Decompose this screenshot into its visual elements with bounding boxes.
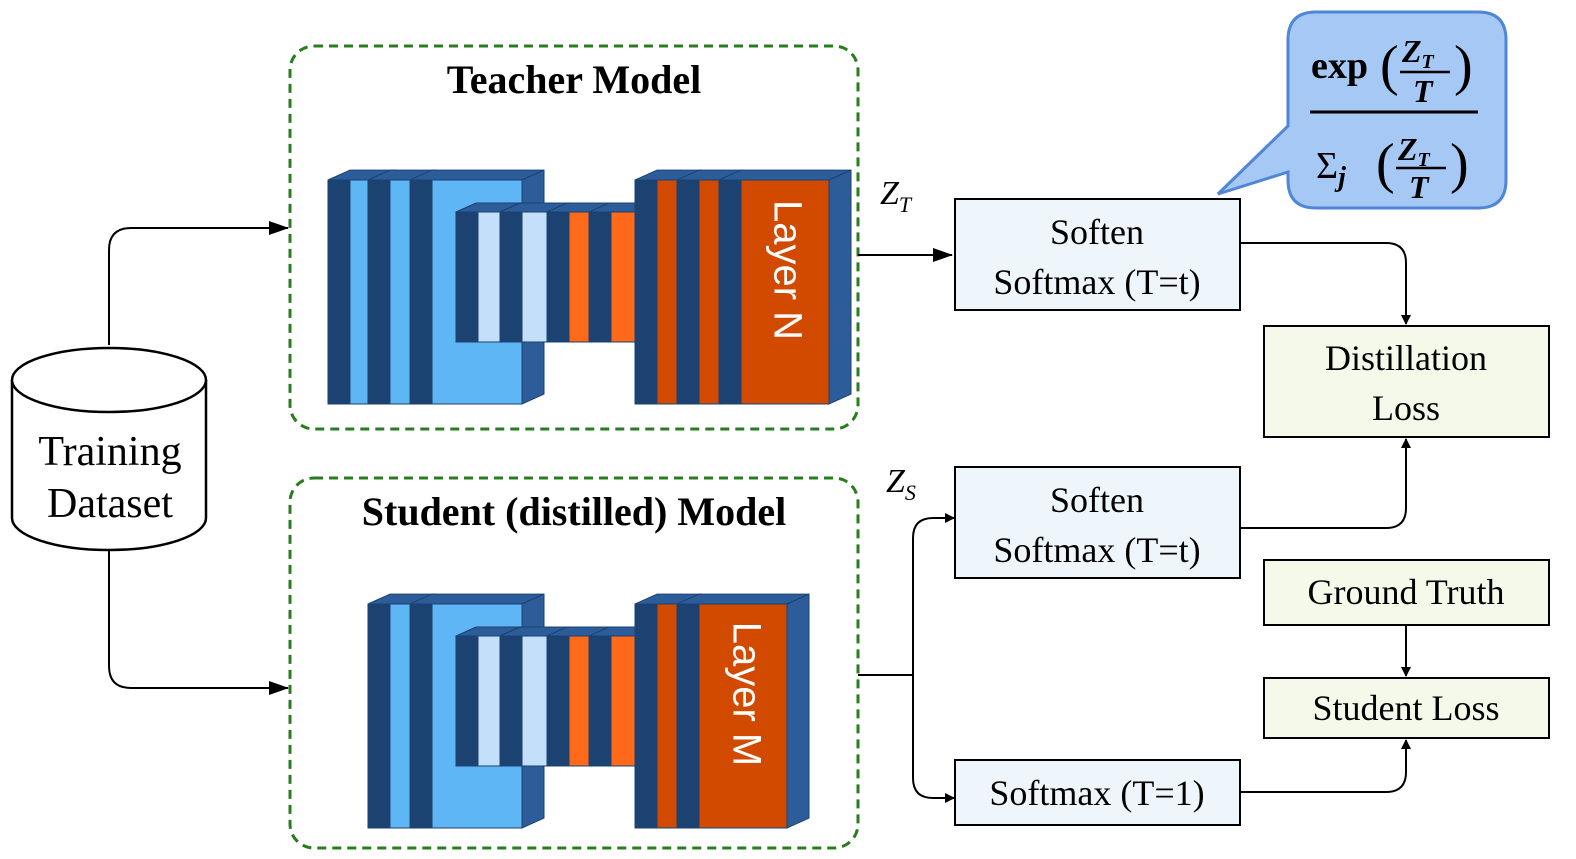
dataset-label-line1: Training: [38, 429, 181, 475]
formula-num-paren-left: (: [1380, 35, 1399, 97]
formula-num-t: T: [1413, 73, 1434, 109]
soften-teacher-to-distillation-arrow: [1240, 242, 1411, 325]
formula-denominator-sum: Σj: [1316, 145, 1346, 193]
soften-teacher-line1: Soften: [1050, 212, 1144, 252]
student-to-softmax-arrow: [912, 675, 955, 803]
distillation-loss-line1: Distillation: [1325, 338, 1487, 378]
student-loss-label: Student Loss: [1312, 688, 1499, 728]
formula-den-z: ZT: [1397, 131, 1431, 171]
softmax-student-box: Softmax (T=1): [954, 759, 1241, 826]
teacher-layer-10: [718, 169, 852, 405]
student-last-layer-label: Layer M: [724, 622, 768, 767]
formula-numerator: exp: [1311, 45, 1368, 87]
student-model-title: Student (distilled) Model: [362, 489, 786, 534]
dataset-label-line2: Dataset: [47, 481, 173, 527]
teacher-model-title: Teacher Model: [447, 57, 701, 102]
teacher-last-layer-label: Layer N: [765, 200, 809, 340]
teacher-model-frame: Teacher Model: [288, 44, 860, 431]
student-layer-stack: Layer M: [367, 593, 810, 829]
soften-softmax-teacher-box: Soften Softmax (T=t): [954, 198, 1241, 311]
teacher-layer-stack: Layer N: [327, 169, 852, 405]
soften-teacher-line2: Softmax (T=t): [993, 262, 1200, 302]
distillation-loss-line2: Loss: [1372, 388, 1440, 428]
softmax-student-label: Softmax (T=1): [989, 773, 1204, 813]
softmax-to-student-loss-arrow: [1240, 739, 1411, 793]
soften-student-to-distillation-arrow: [1240, 438, 1411, 529]
distillation-loss-box: Distillation Loss: [1263, 325, 1550, 438]
student-model-frame: Student (distilled) Model: [288, 476, 860, 850]
formula-den-paren-left: (: [1376, 133, 1395, 195]
dataset-to-student-arrow: [108, 550, 289, 695]
soften-student-line2: Softmax (T=t): [993, 530, 1200, 570]
dataset-to-teacher-arrow: [108, 221, 289, 345]
formula-den-t: T: [1409, 169, 1430, 205]
formula-num-paren-right: ): [1454, 35, 1473, 97]
formula-den-paren-right: ): [1450, 133, 1469, 195]
soften-student-line1: Soften: [1050, 480, 1144, 520]
student-layer-8: [676, 593, 810, 829]
student-logits-label: ZS: [886, 463, 916, 505]
student-loss-box: Student Loss: [1263, 677, 1550, 739]
ground-truth-label: Ground Truth: [1307, 572, 1504, 612]
softmax-formula-callout: exp ( ZT T ) Σj ( ZT T ): [1216, 10, 1508, 210]
teacher-logits-label: ZT: [880, 175, 913, 217]
student-to-soften-arrow: [912, 513, 955, 675]
ground-truth-box: Ground Truth: [1263, 559, 1550, 626]
formula-num-z: ZT: [1401, 33, 1435, 73]
soften-softmax-student-box: Soften Softmax (T=t): [954, 466, 1241, 579]
training-dataset-cylinder: Training Dataset: [10, 346, 208, 552]
